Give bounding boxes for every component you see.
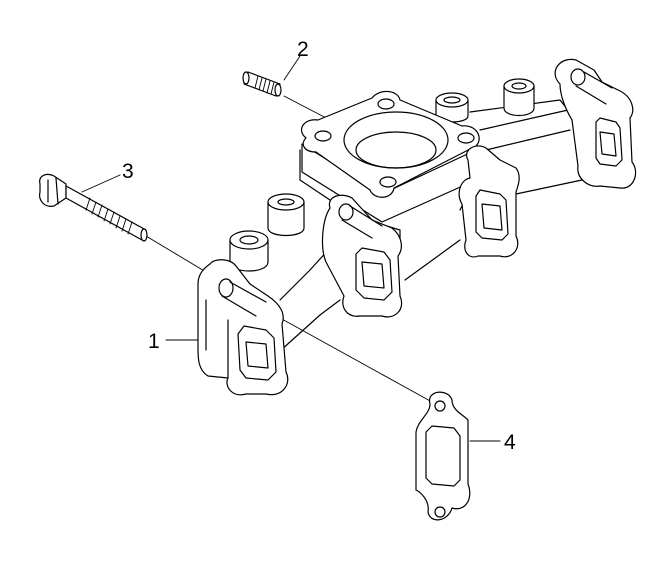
manifold-center-flange-hole-br	[457, 132, 475, 144]
stud	[242, 71, 282, 97]
manifold-flange-mid-front-hole	[338, 203, 354, 221]
manifold-port-mid-rear	[475, 189, 509, 241]
callout-4: 4	[504, 431, 516, 454]
manifold-flange-rear-boss	[575, 71, 613, 105]
manifold-port-mid-front	[355, 247, 393, 301]
manifold-center-flange-hole-tl	[314, 130, 332, 142]
standoff-boss-front-2	[229, 230, 269, 272]
manifold-port-front	[237, 325, 277, 381]
manifold-port-mid-rear-inner	[481, 203, 503, 231]
callout-2: 2	[297, 38, 309, 61]
manifold-center-outlet	[343, 111, 449, 169]
leader-lines	[81, 55, 501, 442]
manifold-port-mid-front-inner	[361, 261, 385, 289]
standoff-boss-rear-1	[503, 78, 535, 117]
manifold-flange-front-boss	[221, 281, 267, 317]
bolt	[39, 173, 148, 242]
leader-line-2-ext	[283, 95, 331, 121]
manifold-rear-runner-lower	[485, 129, 583, 195]
manifold-flange-rear-hole	[570, 68, 586, 86]
manifold-flange-mid-front-boss	[341, 205, 383, 239]
manifold-flange-mid-rear	[458, 145, 520, 258]
manifold-port-rear-inner	[599, 131, 617, 157]
gasket	[415, 391, 471, 521]
manifold-port-rear	[595, 117, 623, 167]
leader-line-4-ext	[261, 307, 433, 403]
exhaust-manifold	[197, 58, 637, 396]
manifold-port-front-inner	[245, 341, 269, 369]
manifold-flange-front-edge	[205, 299, 229, 379]
leader-line-2	[283, 55, 301, 81]
standoff-boss-front-1	[267, 193, 305, 237]
manifold-flange-front-hole	[218, 278, 234, 298]
leader-line-3	[81, 174, 121, 193]
manifold-center-flange-hole-tr	[377, 98, 395, 110]
manifold-center-outlet-inner	[355, 131, 437, 169]
standoff-boss-rear-2	[435, 92, 469, 123]
callouts: 1 2 3 4	[122, 38, 516, 454]
callout-3: 3	[122, 160, 134, 183]
callout-1: 1	[148, 330, 160, 353]
manifold-center-flange-hole-bl	[379, 176, 397, 188]
